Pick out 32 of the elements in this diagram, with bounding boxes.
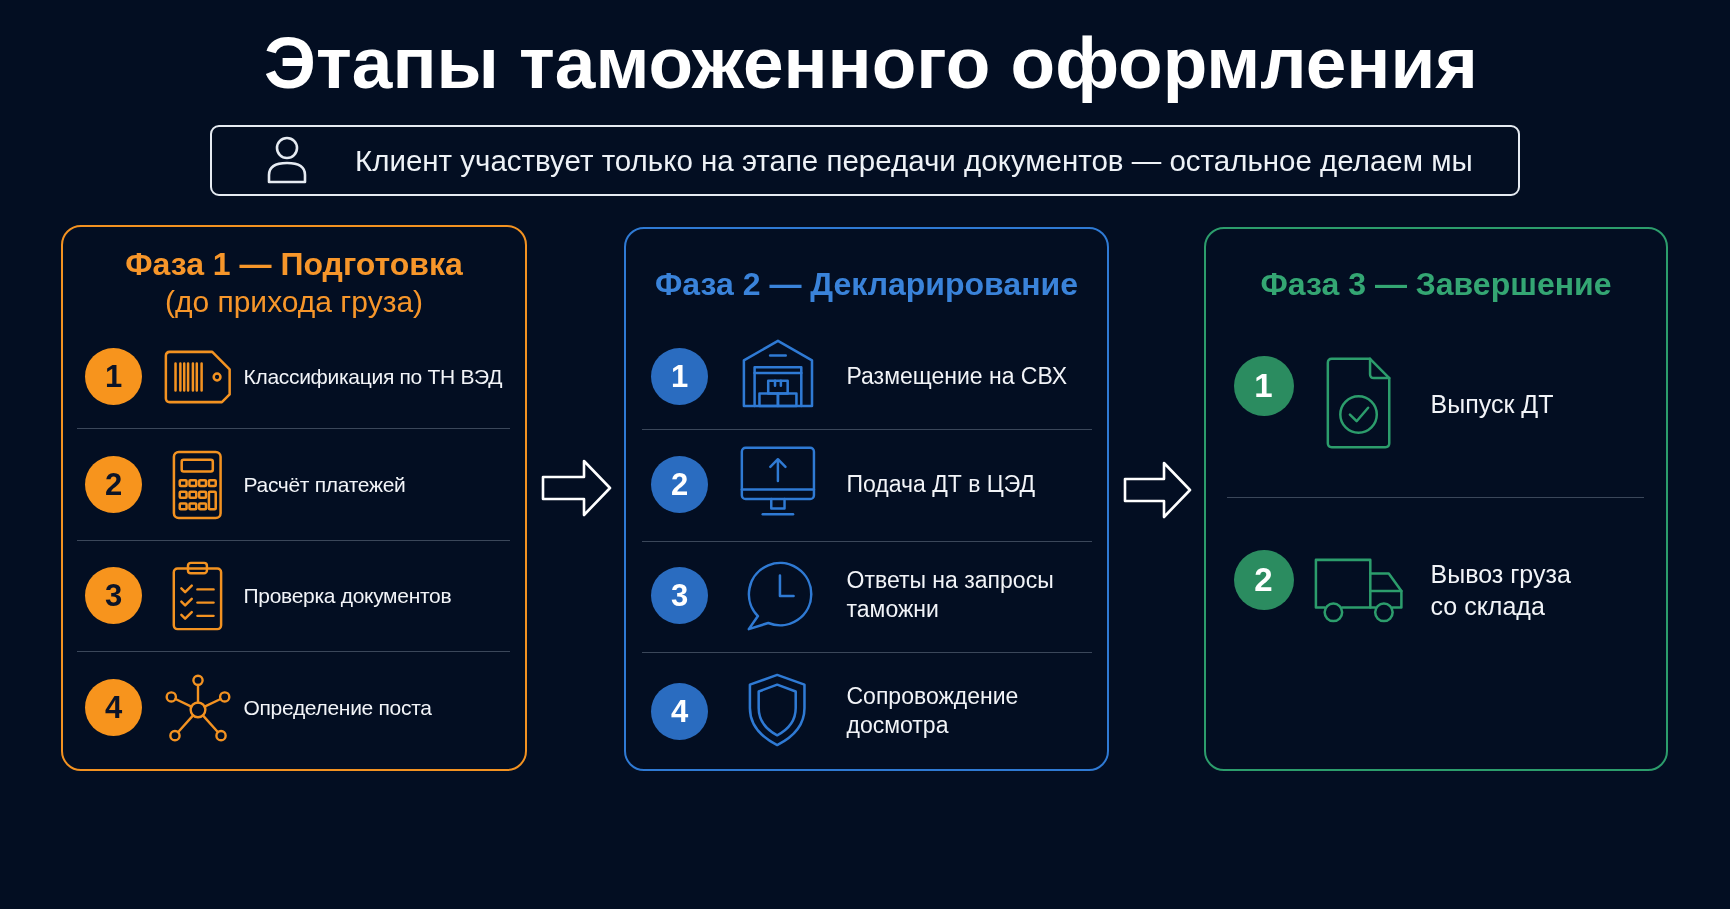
phase-heading: Фаза 2 — Декларирование	[655, 264, 1078, 303]
step-label: Размещение на СВХ	[846, 361, 1068, 391]
phase-subheading: (до прихода груза)	[164, 283, 424, 320]
step-label: Сопровождение досмотра	[846, 681, 1020, 741]
phase-panel	[624, 227, 1109, 771]
step-label: Расчёт платежей	[243, 471, 406, 498]
step-number-badge: 2	[651, 456, 708, 513]
step-label: Классификация по ТН ВЭД	[243, 363, 503, 390]
step-number-badge: 1	[1233, 355, 1294, 416]
step-number-badge: 3	[651, 567, 708, 624]
phase-panel	[61, 225, 527, 771]
step-label: Определение поста	[243, 694, 432, 721]
flow-arrow	[541, 459, 612, 517]
step-label: Проверка документов	[243, 582, 452, 609]
step-label: Выпуск ДТ	[1430, 388, 1554, 420]
step-number-badge: 4	[651, 683, 708, 740]
step-number-badge: 4	[85, 679, 142, 736]
info-banner	[210, 125, 1520, 196]
phase-heading: Фаза 1 — Подготовка	[125, 244, 463, 283]
diagram-title: Этапы таможенного оформления	[264, 22, 1478, 104]
step-number-badge: 3	[85, 567, 142, 624]
step-label: Вывоз груза со склада	[1430, 558, 1572, 622]
step-number-badge: 1	[651, 348, 708, 405]
step-number-badge: 2	[1233, 549, 1294, 610]
banner-text: Клиент участвует только на этапе передачи документов — остальное делаем мы	[355, 142, 1473, 179]
step-label: Подача ДТ в ЦЭД	[846, 469, 1036, 499]
step-label: Ответы на запросы таможни	[846, 565, 1055, 625]
step-number-badge: 1	[85, 348, 142, 405]
phase-panel	[1204, 227, 1668, 771]
step-number-badge: 2	[85, 456, 142, 513]
phase-heading: Фаза 3 — Завершение	[1260, 264, 1612, 303]
flow-arrow	[1123, 461, 1192, 519]
